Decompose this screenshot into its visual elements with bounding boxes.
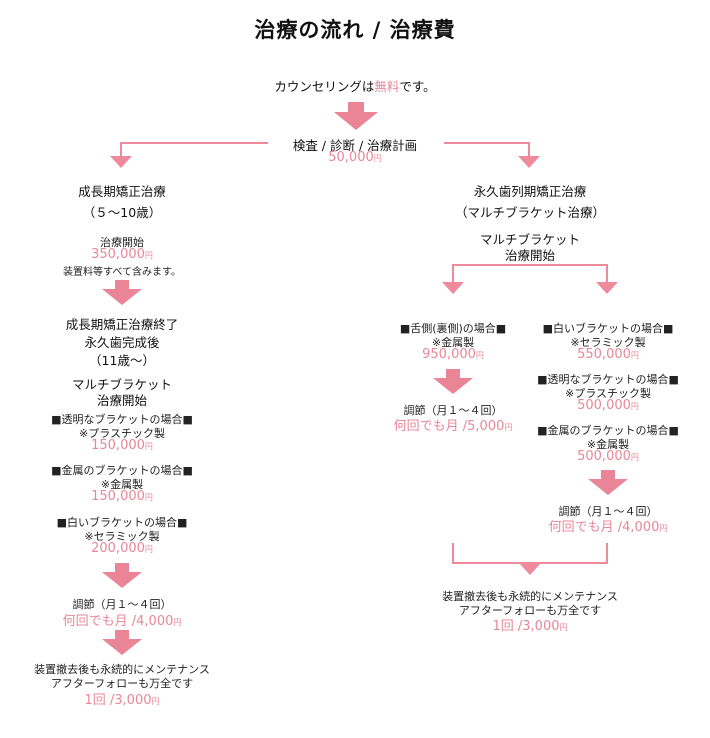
left-option-label: ■金属のブラケットの場合■ [51, 464, 193, 477]
counseling-text: カウンセリングは無料です。 [274, 76, 435, 95]
lingual-adjust-label: 調節（月１〜４回） [403, 404, 503, 417]
right-aftercare-label: アフターフォローも万全です [458, 604, 602, 617]
right-option-price: 500,000円 [577, 449, 639, 464]
lingual-adjust-price: 何回でも月 /5,000円 [393, 419, 513, 434]
down-arrow-icon [433, 369, 473, 394]
branch-line-right [444, 142, 530, 144]
right-split-drop-left [452, 264, 454, 284]
right-option-label: ■白いブラケットの場合■ [542, 322, 674, 335]
branch-drop-right [528, 142, 530, 160]
left-end-label: 成長期矯正治療終了 [65, 317, 179, 332]
chevron-down-icon [518, 156, 540, 168]
down-arrow-icon [334, 102, 378, 130]
left-option-material: ※金属製 [100, 478, 144, 491]
left-adjust-label: 調節（月１〜４回） [72, 598, 172, 611]
down-arrow-icon [588, 470, 628, 495]
right-option-price: 500,000円 [577, 398, 639, 413]
chevron-down-icon [110, 156, 132, 168]
lingual-material: ※金属製 [431, 336, 475, 349]
counseling-suffix: です。 [399, 79, 436, 94]
merge-line-left [452, 543, 454, 563]
merge-line-right [606, 543, 608, 563]
left-age: （５〜10歳） [82, 205, 162, 220]
right-subheading: （マルチブラケット治療） [454, 205, 606, 220]
left-age2: （11歳〜） [89, 353, 155, 368]
chevron-down-icon [442, 282, 464, 294]
left-option-price: 200,000円 [91, 541, 153, 556]
left-option-price: 150,000円 [91, 438, 153, 453]
left-aftercare-label: アフターフォローも万全です [50, 677, 194, 690]
right-option-material: ※プラスチック製 [565, 387, 651, 400]
right-option-label: ■透明なブラケットの場合■ [537, 373, 679, 386]
right-multi-start: 治療開始 [504, 248, 556, 263]
left-option-material: ※セラミック製 [84, 530, 160, 543]
left-option-price: 150,000円 [91, 489, 153, 504]
left-start-label: 治療開始 [100, 236, 144, 249]
left-maint-label: 装置撤去後も永続的にメンテナンス [34, 663, 210, 676]
lingual-label: ■舌側(裏側)の場合■ [399, 322, 507, 335]
left-multi-label: マルチブラケット [71, 377, 173, 392]
right-maint-label: 装置撤去後も永続的にメンテナンス [442, 590, 618, 603]
left-option-material: ※プラスチック製 [79, 427, 165, 440]
down-arrow-icon [102, 563, 142, 588]
left-maint-price: 1回 /3,000円 [84, 693, 160, 708]
down-arrow-icon [102, 280, 142, 305]
right-maint-price: 1回 /3,000円 [492, 619, 568, 634]
chevron-down-icon [596, 282, 618, 294]
right-option-material: ※金属製 [586, 438, 630, 451]
chevron-down-icon [519, 563, 541, 575]
right-option-material: ※セラミック製 [570, 336, 646, 349]
right-heading: 永久歯列期矯正治療 [473, 184, 587, 199]
exam-price: 50,000円 [328, 150, 382, 165]
left-permanent-label: 永久歯完成後 [84, 335, 160, 350]
branch-drop-left [120, 142, 122, 160]
right-split-drop-right [606, 264, 608, 284]
left-option-label: ■白いブラケットの場合■ [56, 516, 188, 529]
lingual-price: 950,000円 [422, 347, 484, 362]
right-adjust-label: 調節（月１〜４回） [558, 505, 658, 518]
branch-line-left [120, 142, 268, 144]
left-multi-start: 治療開始 [96, 393, 148, 408]
left-start-note: 装置料等すべて含みます。 [63, 267, 181, 278]
counseling-prefix: カウンセリングは [274, 79, 375, 94]
exam-label: 検査 / 診断 / 治療計画 [292, 138, 418, 153]
left-adjust-price: 何回でも月 /4,000円 [62, 614, 182, 629]
counseling-free: 無料 [374, 79, 400, 94]
left-start-price: 350,000円 [91, 247, 153, 262]
right-adjust-price: 何回でも月 /4,000円 [548, 520, 668, 535]
page-title: 治療の流れ / 治療費 [254, 18, 456, 42]
left-option-label: ■透明なブラケットの場合■ [51, 413, 193, 426]
right-split-line [452, 264, 608, 266]
down-arrow-icon [102, 630, 142, 655]
left-heading: 成長期矯正治療 [78, 184, 166, 199]
right-multi-label: マルチブラケット [479, 232, 581, 247]
right-option-label: ■金属のブラケットの場合■ [537, 424, 679, 437]
right-option-price: 550,000円 [577, 347, 639, 362]
